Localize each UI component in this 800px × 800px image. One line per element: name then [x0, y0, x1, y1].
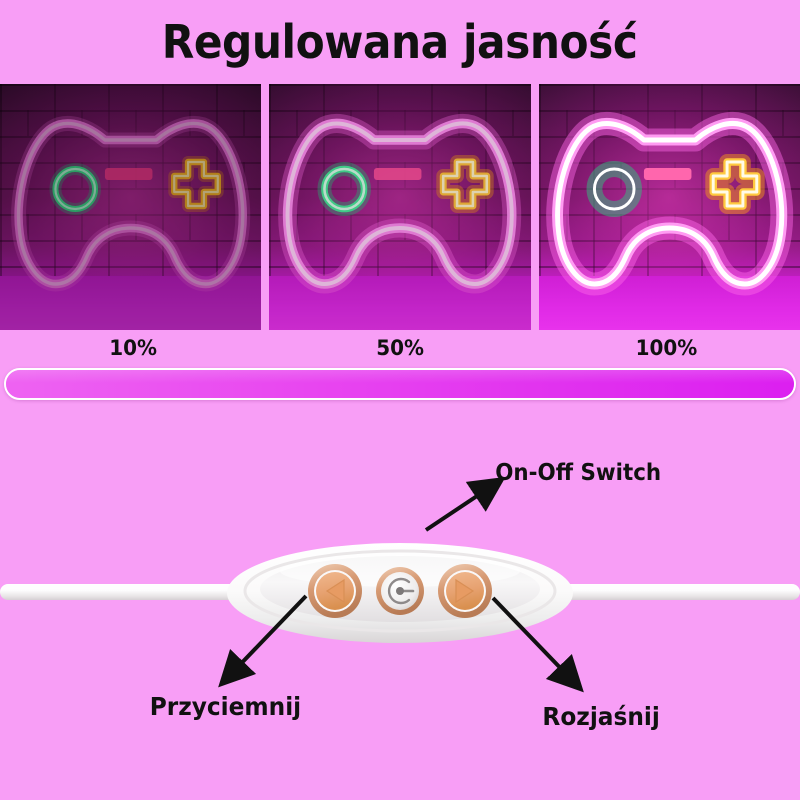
- callout-brighten: Rozjaśnij: [542, 702, 660, 731]
- brightness-panel-50: [269, 84, 531, 330]
- neon-gamepad-sign: [11, 116, 251, 292]
- dimmer-body: [227, 543, 573, 643]
- callout-dim: Przyciemnij: [149, 692, 302, 721]
- brightness-panel-100: [538, 84, 800, 330]
- brightness-panel-10: [0, 84, 262, 330]
- percent-label-50: 50%: [376, 336, 424, 360]
- percent-label-100: 100%: [635, 336, 698, 360]
- callout-on-off-switch: On-Off Switch: [495, 460, 662, 486]
- title-bar: Regulowana jasność: [0, 0, 800, 84]
- dimmer-section: On-Off Switch Przyciemnij Rozjaśnij: [0, 400, 800, 800]
- arrow-to-on-off-switch: [424, 476, 506, 532]
- brightness-panel-strip: [0, 84, 800, 330]
- neon-gamepad-sign: [278, 114, 522, 294]
- power-button[interactable]: [376, 567, 424, 615]
- dim-button[interactable]: [308, 564, 362, 618]
- brightness-gradient-bar[interactable]: [4, 368, 796, 400]
- gradient-sheen: [6, 370, 794, 383]
- gradient-fill: [6, 370, 794, 398]
- percent-cell: 50%: [267, 330, 534, 366]
- percent-cell: 10%: [0, 330, 267, 366]
- page-title: Regulowana jasność: [162, 15, 638, 69]
- percent-label-10: 10%: [109, 336, 158, 360]
- percent-cell: 100%: [533, 330, 800, 366]
- triangle-left-icon: [327, 580, 344, 602]
- triangle-right-icon: [456, 580, 473, 602]
- dpad-cross-icon: [704, 154, 765, 214]
- rotary-switch-icon: [387, 577, 415, 605]
- brighten-button[interactable]: [438, 564, 492, 618]
- neon-gamepad-sign: [545, 112, 793, 296]
- dpad-cross-icon: [436, 155, 495, 213]
- inline-dimmer-module: [225, 541, 575, 645]
- dpad-cross-icon: [168, 156, 224, 212]
- percent-label-row: 10% 50% 100%: [0, 330, 800, 366]
